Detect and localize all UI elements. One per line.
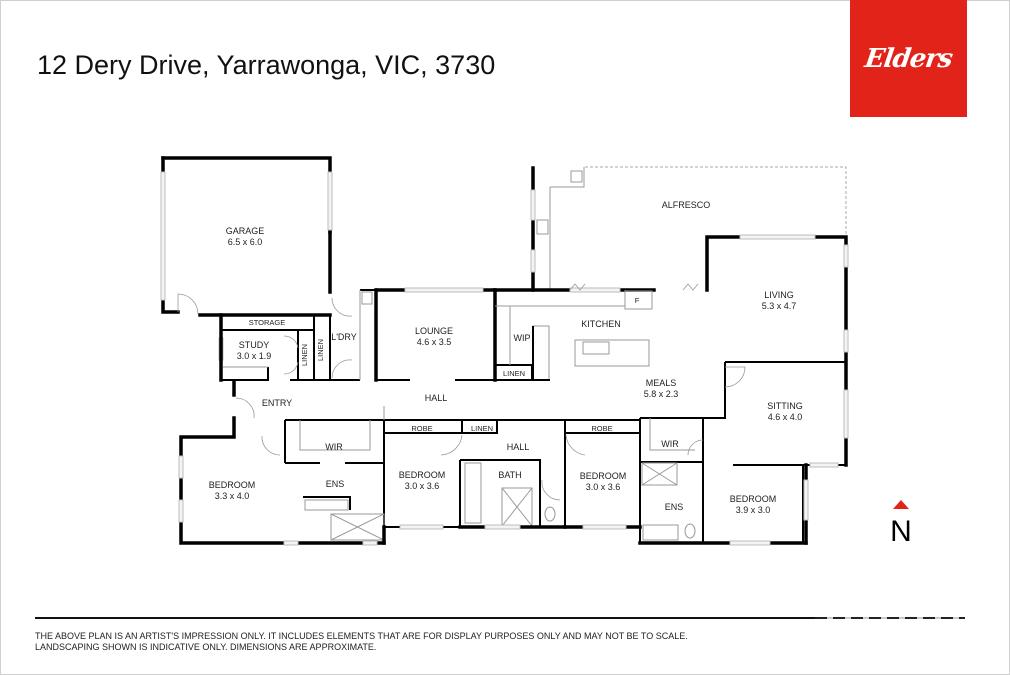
dims-garage: 6.5 x 6.0 — [228, 237, 263, 247]
living-walls — [569, 234, 849, 467]
label-fridge: F — [635, 296, 640, 305]
east-wing-walls — [638, 418, 809, 546]
label-hall-main: HALL — [425, 393, 448, 403]
label-robe-1: ROBE — [411, 424, 432, 433]
garage-walls — [160, 156, 333, 317]
label-meals: MEALS — [646, 378, 677, 388]
dims-living: 5.3 x 4.7 — [762, 301, 797, 311]
label-garage: GARAGE — [226, 226, 265, 236]
elders-logo[interactable]: Elders — [850, 0, 967, 117]
label-kitchen: KITCHEN — [581, 319, 621, 329]
north-compass: N — [884, 500, 918, 547]
dims-sitting: 4.6 x 4.0 — [768, 412, 803, 422]
label-entry: ENTRY — [262, 398, 292, 408]
dims-lounge: 4.6 x 3.5 — [417, 337, 452, 347]
label-linen-hall: LINEN — [471, 424, 493, 433]
room-labels: GARAGE 6.5 x 6.0 STORAGE STUDY 3.0 x 1.9… — [209, 200, 803, 515]
property-address: 12 Dery Drive, Yarrawonga, VIC, 3730 — [37, 50, 496, 80]
label-wip: WIP — [514, 333, 531, 343]
label-linen-study: LINEN — [300, 344, 309, 366]
label-bedroom-4: BEDROOM — [730, 494, 777, 504]
alfresco-outline — [536, 166, 847, 290]
label-hall-bath: HALL — [507, 442, 530, 452]
label-bath: BATH — [498, 470, 521, 480]
label-robe-2: ROBE — [591, 424, 612, 433]
label-bedroom-master: BEDROOM — [209, 480, 256, 490]
west-service-walls — [218, 288, 496, 397]
label-bedroom-2: BEDROOM — [399, 470, 446, 480]
dims-study: 3.0 x 1.9 — [237, 351, 272, 361]
label-linen-laundry: LINEN — [316, 339, 325, 361]
disclaimer-line-2: LANDSCAPING SHOWN IS INDICATIVE ONLY. DI… — [35, 642, 377, 652]
label-wir-east: WIR — [661, 439, 679, 449]
label-study: STUDY — [239, 340, 270, 350]
dims-meals: 5.8 x 2.3 — [644, 389, 679, 399]
disclaimer: THE ABOVE PLAN IS AN ARTIST'S IMPRESSION… — [35, 631, 688, 653]
label-sitting: SITTING — [767, 401, 803, 411]
footer-divider — [35, 617, 815, 619]
label-lounge: LOUNGE — [415, 326, 453, 336]
label-storage: STORAGE — [249, 318, 286, 327]
label-ens-master: ENS — [326, 479, 345, 489]
dims-bedroom-2: 3.0 x 3.6 — [405, 481, 440, 491]
dims-bedroom-3: 3.0 x 3.6 — [586, 482, 621, 492]
dims-bedroom-4: 3.9 x 3.0 — [736, 505, 771, 515]
north-label: N — [890, 515, 912, 548]
footer-divider-dashed — [815, 617, 965, 619]
label-ens-east: ENS — [665, 502, 684, 512]
label-wir-master: WIR — [325, 442, 343, 452]
kitchen-walls — [493, 166, 656, 381]
disclaimer-line-1: THE ABOVE PLAN IS AN ARTIST'S IMPRESSION… — [35, 631, 688, 641]
central-bedrooms-walls — [382, 420, 642, 545]
north-arrow-icon — [893, 500, 909, 509]
label-laundry: L'DRY — [331, 332, 357, 342]
label-alfresco: ALFRESCO — [662, 200, 711, 210]
dims-bedroom-master: 3.3 x 4.0 — [215, 491, 250, 501]
label-bedroom-3: BEDROOM — [580, 471, 627, 481]
label-linen-kitchen: LINEN — [503, 369, 525, 378]
label-living: LIVING — [764, 290, 794, 300]
